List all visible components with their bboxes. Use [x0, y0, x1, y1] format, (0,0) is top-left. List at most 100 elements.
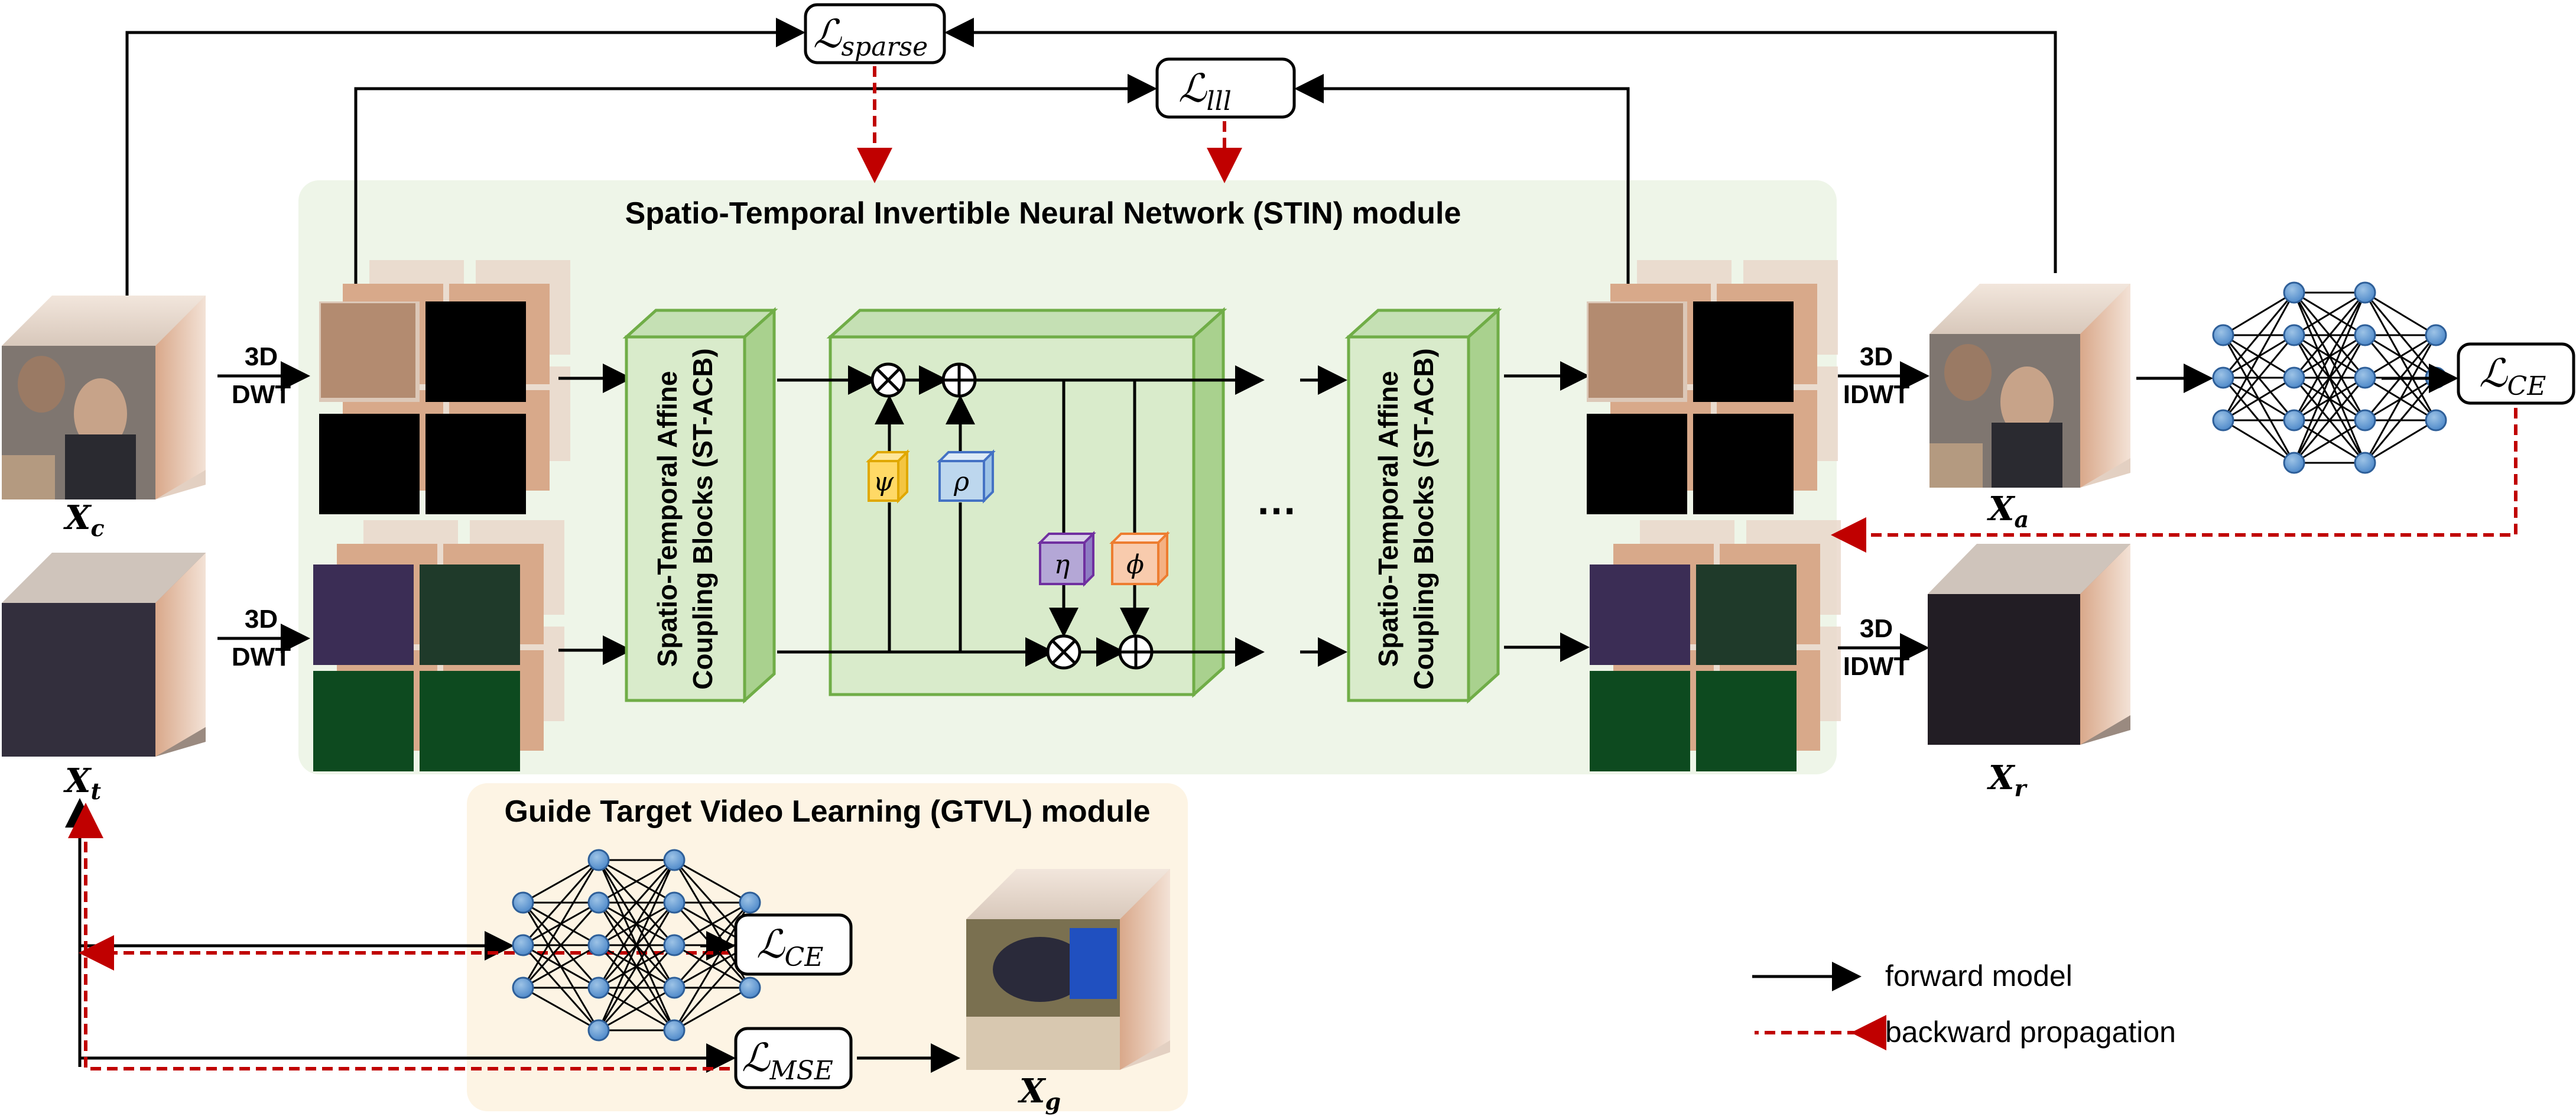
target-video-label: Xt — [63, 761, 101, 804]
network-edge — [597, 902, 675, 1031]
svg-text:η: η — [1054, 550, 1070, 580]
network-edge — [2364, 334, 2437, 379]
network-node — [512, 891, 534, 914]
eta-function-cube: η — [1037, 531, 1096, 587]
network-node — [663, 849, 686, 871]
network-edge — [2222, 335, 2295, 421]
network-node — [587, 934, 610, 956]
network-node — [2283, 366, 2305, 389]
network-edge — [522, 987, 599, 1031]
gtvl-backward-lines — [68, 803, 730, 1070]
idwt-residual: 3D IDWT — [1838, 614, 1929, 681]
ce-loss-box-right: ℒCE — [2457, 342, 2575, 405]
residual-video-label: Xr — [1987, 758, 2028, 802]
svg-text:ℒCE: ℒCE — [756, 922, 823, 972]
network-edge — [2222, 292, 2295, 378]
sparse-loss-subscript: sparse — [842, 32, 928, 62]
network-node — [587, 891, 610, 914]
svg-text:IDWT: IDWT — [1843, 652, 1910, 681]
guide-video-label: Xg — [1018, 1072, 1061, 1115]
network-edge — [2364, 419, 2437, 464]
dwt-target: 3D DWT — [217, 605, 310, 671]
svg-text:ρ: ρ — [953, 467, 969, 497]
network-edge — [597, 945, 675, 1031]
svg-text:3D: 3D — [245, 605, 278, 634]
target-video-cube — [2, 553, 206, 757]
network-edge — [2364, 377, 2437, 463]
lll-loss-subscript: lll — [1207, 86, 1232, 116]
network-node — [2354, 324, 2376, 346]
network-node — [663, 976, 686, 999]
svg-text:ℒlll: ℒlll — [1178, 66, 1232, 116]
network-edge — [2223, 291, 2295, 336]
network-edge — [674, 859, 751, 904]
legend: forward model backward propagation — [1752, 959, 2176, 1050]
network-edge — [2293, 377, 2366, 463]
network-edge — [2294, 291, 2366, 336]
stin-module-title: Spatio-Temporal Invertible Neural Networ… — [625, 196, 1461, 231]
network-node — [587, 1019, 610, 1042]
svg-text:ϕ: ϕ — [1126, 550, 1144, 580]
network-node — [663, 1019, 686, 1042]
gtvl-module-title: Guide Target Video Learning (GTVL) modul… — [504, 794, 1150, 829]
psi-function-cube: ψ — [866, 449, 910, 504]
network-node — [587, 849, 610, 871]
coupling-flow-lines — [777, 365, 1265, 667]
network-edge — [522, 859, 600, 988]
forward-lines-top — [125, 18, 2057, 310]
network-edge — [522, 859, 600, 946]
svg-text:ψ: ψ — [873, 467, 894, 497]
network-node — [2354, 452, 2376, 474]
svg-text:Coupling Blocks (ST-ACB): Coupling Blocks (ST-ACB) — [1408, 348, 1439, 690]
lll-loss-box: ℒlll — [1155, 57, 1296, 119]
network-node — [2283, 324, 2305, 346]
target-subbands-left — [313, 520, 564, 771]
network-edge — [2294, 419, 2366, 464]
network-edge — [597, 859, 675, 946]
network-edge — [2364, 291, 2437, 336]
svg-text:DWT: DWT — [232, 643, 291, 671]
network-node — [2283, 452, 2305, 474]
legend-forward-label: forward model — [1885, 959, 2073, 992]
network-edge — [522, 902, 600, 988]
network-edge — [598, 859, 675, 904]
legend-backward-label: backward propagation — [1885, 1016, 2176, 1049]
network-edge — [598, 987, 675, 1031]
network-node — [739, 891, 761, 914]
backward-lines-top — [857, 66, 1242, 183]
svg-text:ℒsparse: ℒsparse — [813, 11, 928, 62]
cover-subbands-left — [319, 260, 570, 514]
network-edge — [2223, 419, 2295, 464]
network-node — [663, 934, 686, 956]
network-node — [587, 976, 610, 999]
network-node — [2283, 409, 2305, 432]
cover-video-label: Xc — [63, 498, 105, 541]
network-node — [2212, 324, 2234, 346]
network-node — [2283, 281, 2305, 304]
network-edge — [673, 902, 751, 988]
svg-text:Spatio-Temporal Affine: Spatio-Temporal Affine — [652, 371, 683, 667]
adversarial-video-cube — [1929, 284, 2130, 488]
ce-loss-box-gtvl: ℒCE — [734, 913, 853, 976]
guide-video-cube — [966, 869, 1170, 1070]
svg-text:3D: 3D — [1860, 342, 1893, 371]
network-edge — [597, 859, 675, 1031]
network-node — [512, 934, 534, 956]
mse-loss-box: ℒMSE — [734, 1027, 853, 1089]
network-node — [2425, 409, 2447, 432]
network-edge — [674, 901, 751, 946]
network-node — [739, 976, 761, 999]
idwt-adv: 3D IDWT — [1838, 342, 1929, 409]
phi-function-cube: ϕ — [1109, 531, 1170, 587]
rho-function-cube: ρ — [937, 449, 996, 504]
network-edge — [597, 859, 675, 988]
network-edge — [522, 944, 599, 989]
network-edge — [674, 987, 751, 1031]
network-node — [2354, 281, 2376, 304]
network-node — [512, 976, 534, 999]
svg-text:Coupling Blocks (ST-ACB): Coupling Blocks (ST-ACB) — [687, 348, 718, 690]
adversarial-video-label: Xa — [1987, 489, 2029, 533]
st-acb-block-2: Spatio-Temporal Affine Coupling Blocks (… — [1344, 307, 1502, 704]
multiply-operator-bottom — [1046, 634, 1081, 670]
svg-text:ℒMSE: ℒMSE — [742, 1035, 833, 1086]
